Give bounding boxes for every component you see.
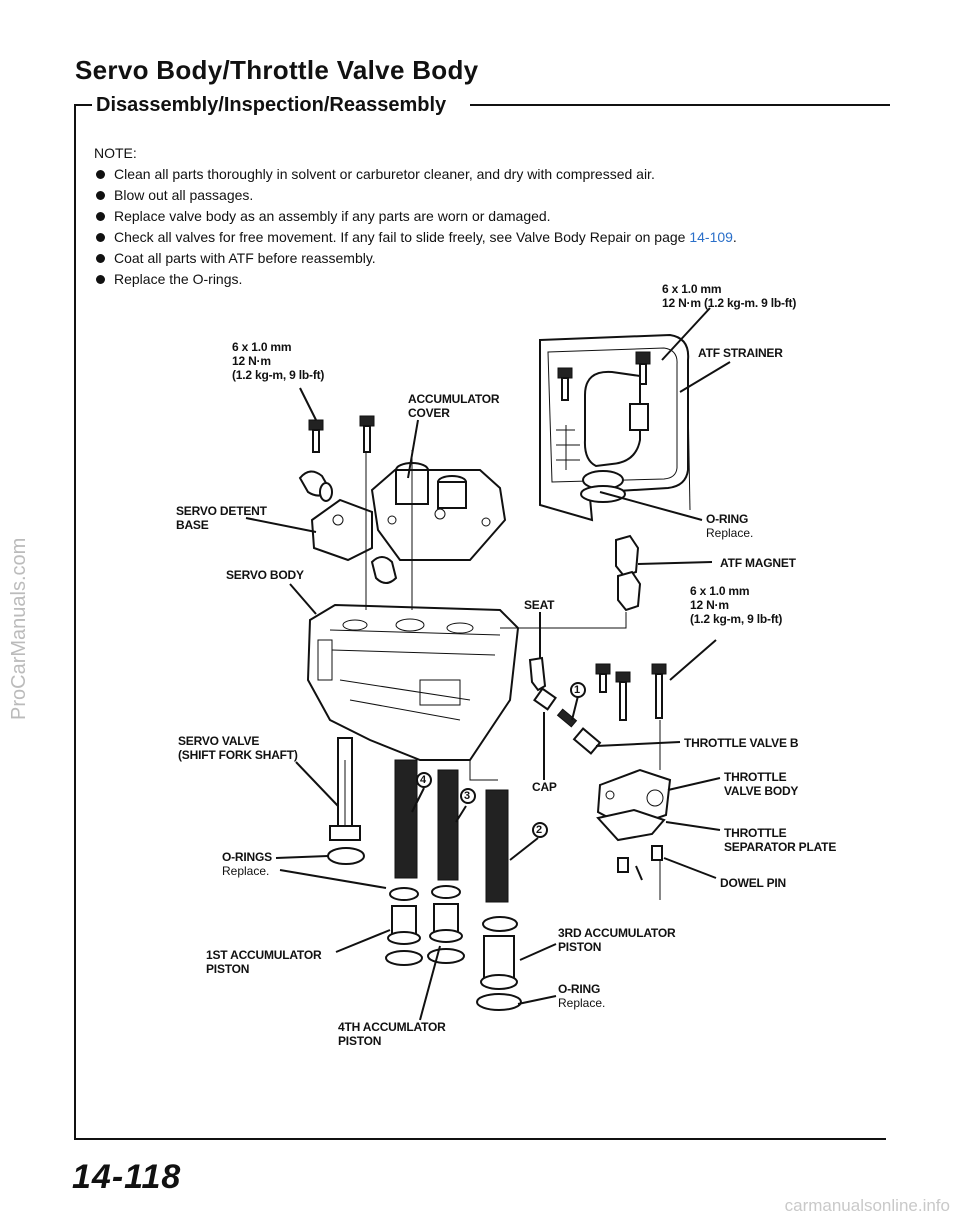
valve-body-repair-link[interactable]: 14-109 [689,229,733,245]
callout-2: 2 [536,824,542,836]
label-throttle-valve-body: THROTTLE VALVE BODY [724,770,799,798]
label-dowel-pin: DOWEL PIN [720,876,786,890]
label-o-ring-top: O-RING [706,512,749,526]
servo-detent-base-drawing [298,470,398,584]
label-bolt-left: 6 x 1.0 mm 12 N·m (1.2 kg-m, 9 lb-ft) [232,340,325,382]
label-o-ring-top-note: Replace. [706,526,754,540]
note-text: Replace the O-rings. [114,271,243,287]
callout-circles [416,682,586,838]
label-first-accumulator-piston: 1ST ACCUMULATOR PISTON [206,948,322,976]
throttle-bolts-drawing [595,663,667,721]
accumulator-pistons-drawing [385,885,522,1011]
footer-site: carmanualsonline.info [784,1196,950,1215]
throttle-valve-body-drawing [596,768,672,873]
label-o-ring-bottom-note: Replace. [558,996,606,1010]
label-o-ring-bottom: O-RING [558,982,601,996]
callout-1: 1 [574,684,580,696]
note-item: Clean all parts thoroughly in solvent or… [94,164,737,185]
note-text: Replace valve body as an assembly if any… [114,208,551,224]
section-subtitle: Disassembly/Inspection/Reassembly [92,94,451,117]
seat-cap-drawing [528,656,602,755]
note-item: Check all valves for free movement. If a… [94,227,737,248]
label-servo-detent-base: SERVO DETENT BASE [176,504,267,532]
note-item: Replace valve body as an assembly if any… [94,206,737,227]
accumulator-cover-drawing [370,462,507,561]
label-bolt-right: 6 x 1.0 mm 12 N·m (1.2 kg-m, 9 lb-ft) [690,584,783,626]
frame-bottom-rule [74,1138,886,1140]
label-accumulator-cover: ACCUMULATOR COVER [408,392,500,420]
label-o-rings: O-RINGS [222,850,272,864]
callout-3: 3 [464,790,470,802]
label-bolt-top-right: 6 x 1.0 mm 12 N·m (1.2 kg-m. 9 lb-ft) [662,282,797,310]
frame-top-left-rule [74,104,94,106]
assembly-guide-lines [344,399,691,900]
label-throttle-valve-b: THROTTLE VALVE B [684,736,799,750]
label-servo-body: SERVO BODY [226,568,304,582]
note-text: Coat all parts with ATF before reassembl… [114,250,376,266]
label-throttle-separator-plate: THROTTLE SEPARATOR PLATE [724,826,837,854]
note-text-suffix: . [732,229,737,245]
note-item: Blow out all passages. [94,185,737,206]
note-text: Blow out all passages. [114,187,254,203]
note-item: Coat all parts with ATF before reassembl… [94,248,737,269]
note-heading: NOTE: [94,145,137,161]
atf-strainer-drawing [539,333,690,522]
label-atf-strainer: ATF STRAINER [698,346,783,360]
label-atf-magnet: ATF MAGNET [720,556,796,570]
left-bolts-drawing [308,415,375,453]
page-number: 14-118 [72,1158,182,1196]
notes-list: Clean all parts thoroughly in solvent or… [94,164,737,290]
note-text: Check all valves for free movement. If a… [114,229,690,245]
note-item: Replace the O-rings. [94,269,737,290]
label-seat: SEAT [524,598,555,612]
label-third-accumulator-piston: 3RD ACCUMULATOR PISTON [558,926,676,954]
atf-magnet-drawing [615,534,642,612]
page-title: Servo Body/Throttle Valve Body [75,55,479,85]
frame-top-right-rule [470,104,890,106]
servo-body-drawing [306,603,520,761]
callout-4: 4 [420,774,426,786]
label-o-rings-note: Replace. [222,864,270,878]
springs-drawing [394,759,509,903]
label-servo-valve: SERVO VALVE (SHIFT FORK SHAFT) [178,734,298,762]
frame-left-rule [74,104,76,1140]
label-cap: CAP [532,780,557,794]
label-fourth-accumulator-piston: 4TH ACCUMLATOR PISTON [338,1020,446,1048]
watermark: ProCarManuals.com [8,537,30,720]
note-text: Clean all parts thoroughly in solvent or… [114,166,655,182]
leader-lines [245,307,731,1021]
